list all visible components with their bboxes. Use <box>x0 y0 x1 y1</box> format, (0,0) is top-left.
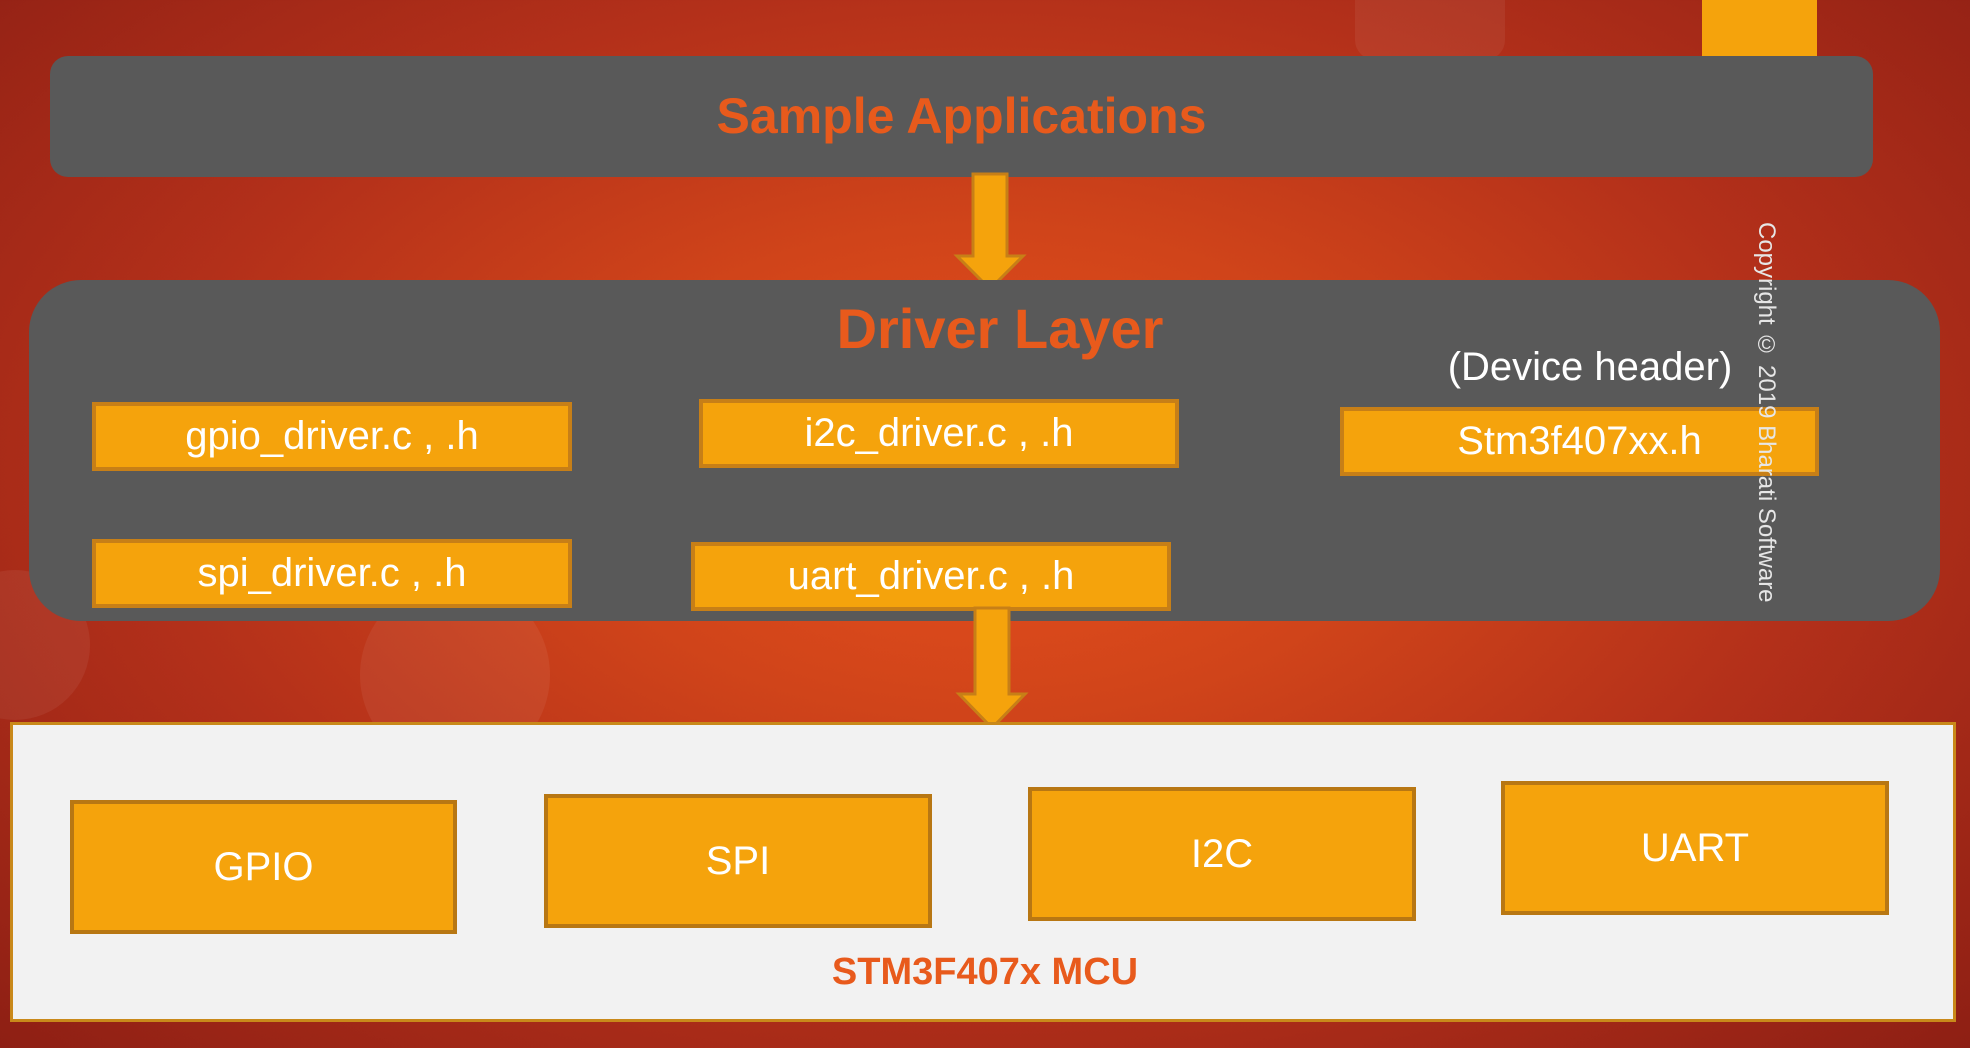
gpio-peripheral-box: GPIO <box>70 800 457 934</box>
mcu-title: STM3F407x MCU <box>831 951 1139 993</box>
sample-applications-title: Sample Applications <box>716 88 1207 144</box>
i2c-peripheral-box: I2C <box>1028 787 1416 921</box>
driver-layer-title: Driver Layer <box>836 297 1164 360</box>
uart-driver-box: uart_driver.c , .h <box>691 542 1171 611</box>
spi-driver-box: spi_driver.c , .h <box>92 539 572 608</box>
device-header-label: (Device header) <box>1447 345 1733 389</box>
gpio-driver-box: gpio_driver.c , .h <box>92 402 572 471</box>
accent-bar <box>1702 0 1817 56</box>
uart-peripheral-box: UART <box>1501 781 1889 915</box>
background-circle <box>1355 0 1505 60</box>
copyright-watermark: Copyright © 2019 Bharati Software <box>1753 222 1780 603</box>
sample-applications-panel <box>50 56 1873 177</box>
device-header-box: Stm3f407xx.h <box>1340 407 1819 476</box>
down-arrow-icon <box>955 606 1029 731</box>
down-arrow-icon <box>953 172 1027 292</box>
spi-peripheral-box: SPI <box>544 794 932 928</box>
i2c-driver-box: i2c_driver.c , .h <box>699 399 1179 468</box>
